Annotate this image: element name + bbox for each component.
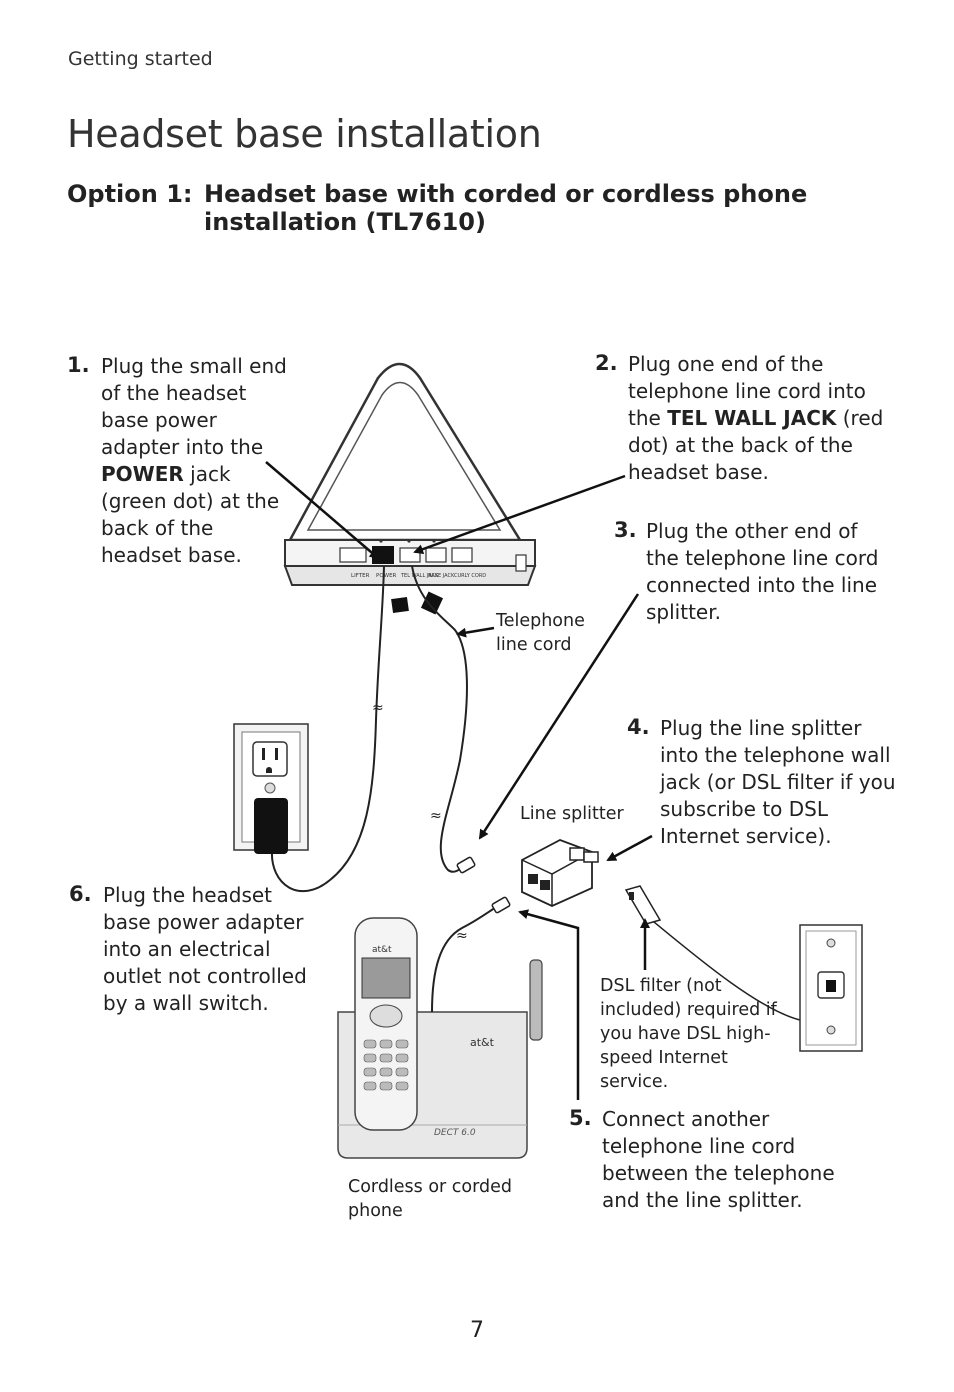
step-1-text-post: jack (green dot) at the back of the head… xyxy=(101,462,280,567)
step-1-number: 1. xyxy=(67,353,90,377)
line-cord-plug xyxy=(456,856,476,874)
caption-phone: Cordless or corded phone xyxy=(348,1177,513,1221)
step-5-number: 5. xyxy=(569,1106,592,1130)
step-4-number: 4. xyxy=(627,715,650,739)
step-4-text: Plug the line splitter into the telephon… xyxy=(660,716,896,848)
dect-logo: DECT 6.0 xyxy=(434,1128,476,1138)
step-2-text-pre: Plug one end of the telephone line cord … xyxy=(628,352,866,430)
electrical-outlet xyxy=(233,723,309,854)
caption-telephone-line-cord: Telephone line cord xyxy=(496,611,585,655)
step-2-text: Plug one end of the telephone line cord … xyxy=(628,351,898,486)
power-cord xyxy=(270,565,385,893)
step-3-text: Plug the other end of the telephone line… xyxy=(646,519,879,624)
step-1-bold: POWER xyxy=(101,462,184,486)
step-1-text: Plug the small end of the headset base p… xyxy=(101,353,299,569)
step-3-number: 3. xyxy=(614,518,637,542)
section-header: Getting started xyxy=(68,48,213,70)
phone-brand-logo: at&t xyxy=(372,945,392,955)
telephone-wall-jack xyxy=(799,924,863,1052)
step-2-text-post: (red dot) at the back of the headset bas… xyxy=(628,406,884,484)
tel-wall-jack-port-label: TEL WALL JACK xyxy=(400,573,439,579)
step-2-number: 2. xyxy=(595,351,618,375)
line-splitter xyxy=(521,839,599,907)
step-6-text: Plug the headset base power adapter into… xyxy=(103,883,307,1015)
svg-text:≈: ≈ xyxy=(430,808,442,824)
step-1-text-pre: Plug the small end of the headset base p… xyxy=(101,354,287,459)
base-brand-logo: at&t xyxy=(470,1036,495,1049)
lifter-port-label: LIFTER xyxy=(351,573,370,579)
step-2-bold: TEL WALL JACK xyxy=(667,406,837,430)
cordless-phone: at&t at&t DECT 6.0 xyxy=(337,917,543,1159)
step-6-number: 6. xyxy=(69,882,92,906)
power-port-label: POWER xyxy=(376,573,397,579)
cable-plugs xyxy=(391,591,444,615)
page-title: Headset base installation xyxy=(67,112,542,156)
svg-text:≈: ≈ xyxy=(456,928,468,944)
caption-dsl-filter: DSL filter (not included) required if yo… xyxy=(600,976,777,1092)
svg-text:≈: ≈ xyxy=(372,700,384,716)
page-number: 7 xyxy=(470,1318,484,1343)
callout-arrows xyxy=(265,461,653,1100)
telephone-line-cord xyxy=(411,565,468,873)
option-heading: Headset base with corded or cordless pho… xyxy=(204,180,808,236)
phone-line-cord xyxy=(431,905,499,1013)
phone-cord-plug xyxy=(491,896,511,914)
option-label: Option 1: xyxy=(67,180,193,208)
step-5-text: Connect another telephone line cord betw… xyxy=(602,1107,835,1212)
headset-base: LIFTER POWER TEL WALL JACK BASE JACK CUR… xyxy=(283,362,537,586)
curly-cord-port-label: CURLY CORD xyxy=(454,573,486,579)
dsl-filter xyxy=(624,885,662,925)
base-jack-port-label: BASE JACK xyxy=(428,573,455,579)
caption-line-splitter: Line splitter xyxy=(520,804,624,824)
